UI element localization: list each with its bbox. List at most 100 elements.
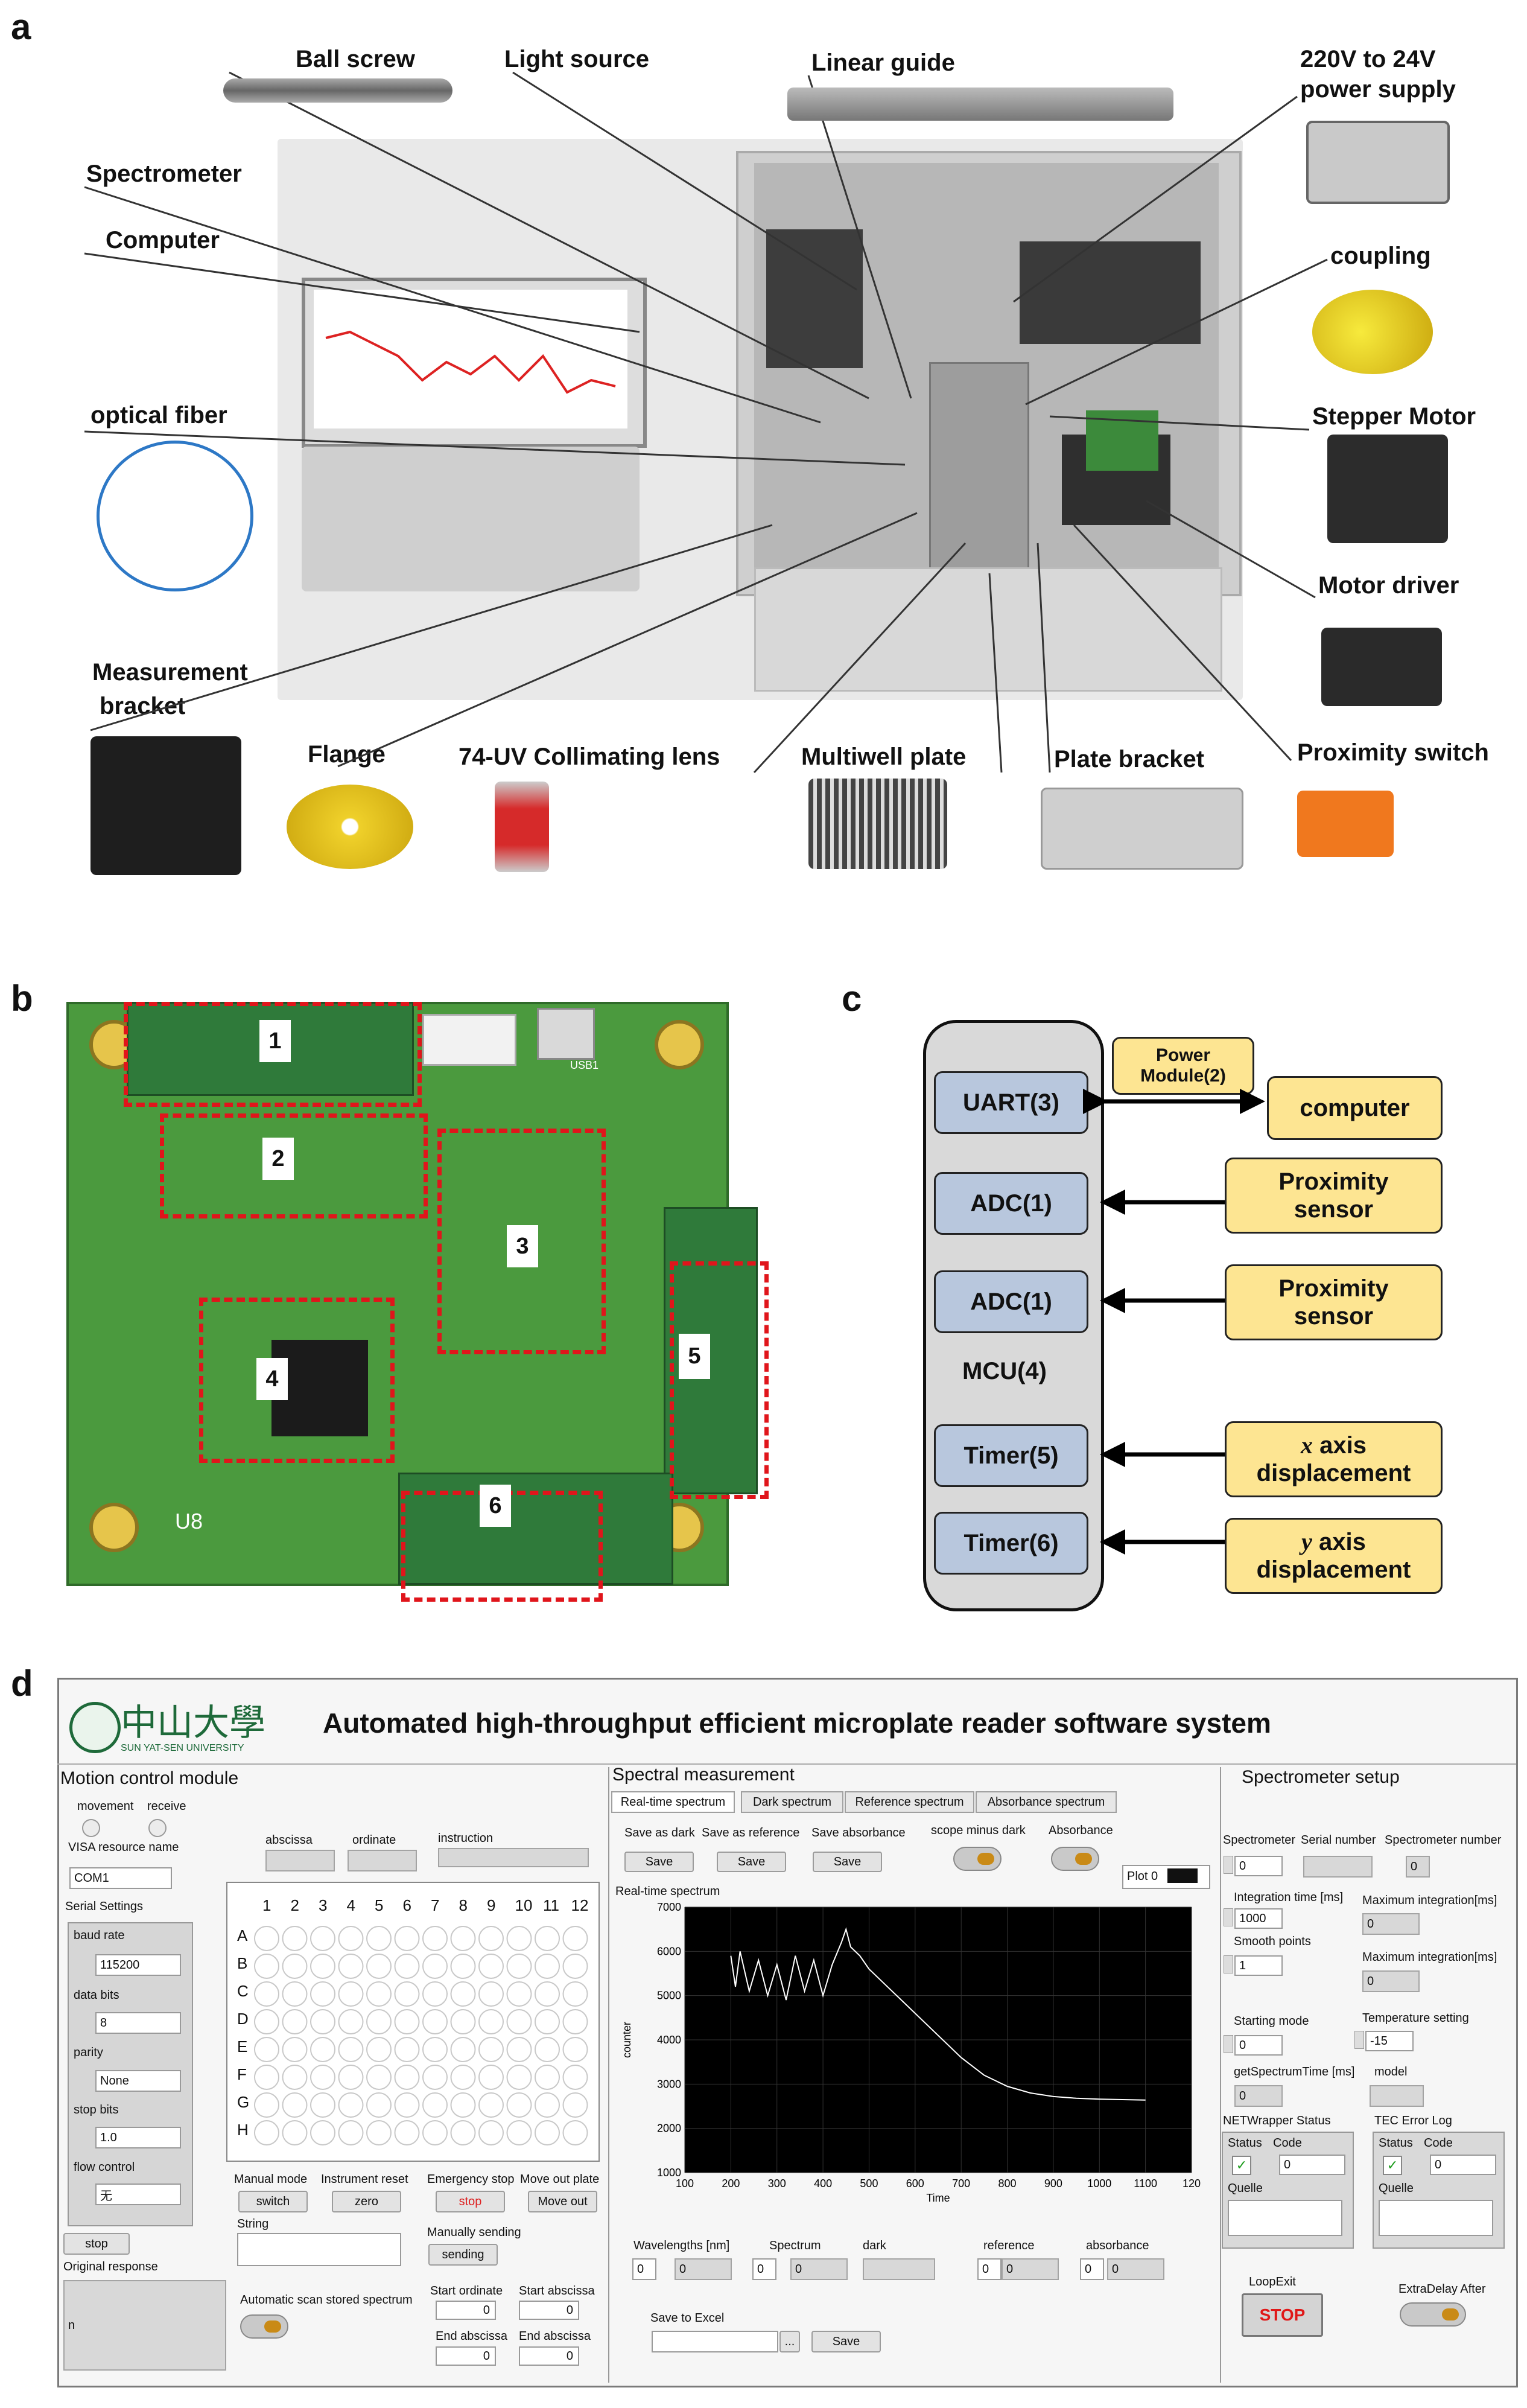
well[interactable]: [450, 2120, 476, 2145]
stop-bits-field[interactable]: 1.0: [95, 2127, 181, 2148]
switch-button[interactable]: switch: [238, 2191, 308, 2212]
emergency-stop-button[interactable]: stop: [436, 2191, 505, 2212]
well[interactable]: [254, 1981, 279, 2007]
well[interactable]: [535, 1954, 560, 1979]
well[interactable]: [310, 2009, 335, 2034]
well[interactable]: [535, 2037, 560, 2062]
starting-mode-spinner[interactable]: [1224, 2035, 1233, 2053]
get-spectrum-time-field[interactable]: 0: [1234, 2085, 1283, 2107]
reference-index[interactable]: 0: [977, 2258, 1002, 2280]
data-bits-field[interactable]: 8: [95, 2012, 181, 2034]
integration-spinner[interactable]: [1224, 1908, 1233, 1926]
well[interactable]: [282, 2037, 308, 2062]
well[interactable]: [562, 1926, 588, 1951]
stop-button[interactable]: stop: [63, 2233, 130, 2255]
well[interactable]: [394, 2065, 420, 2090]
well[interactable]: [478, 1981, 504, 2007]
well[interactable]: [450, 1954, 476, 1979]
tec-code-field[interactable]: 0: [1430, 2155, 1496, 2175]
ordinate-field[interactable]: [348, 1850, 417, 1871]
zero-button[interactable]: zero: [332, 2191, 401, 2212]
well[interactable]: [282, 2065, 308, 2090]
well[interactable]: [422, 2037, 448, 2062]
well[interactable]: [254, 1954, 279, 1979]
string-field[interactable]: [237, 2233, 401, 2266]
move-out-button[interactable]: Move out: [528, 2191, 597, 2212]
well[interactable]: [310, 1981, 335, 2007]
save-reference-button[interactable]: Save: [717, 1852, 786, 1872]
well[interactable]: [478, 2120, 504, 2145]
max-integration-field-2[interactable]: 0: [1362, 1970, 1420, 1992]
well[interactable]: [450, 2009, 476, 2034]
well[interactable]: [535, 2065, 560, 2090]
well[interactable]: [478, 1926, 504, 1951]
well[interactable]: [562, 2009, 588, 2034]
well[interactable]: [366, 1981, 392, 2007]
end-abscissa-field-2[interactable]: 0: [519, 2346, 579, 2366]
well[interactable]: [310, 2065, 335, 2090]
well[interactable]: [394, 1926, 420, 1951]
absorbance-field[interactable]: 0: [1107, 2258, 1164, 2280]
well[interactable]: [366, 1954, 392, 1979]
well[interactable]: [254, 2120, 279, 2145]
spectrometer-number-field[interactable]: 0: [1406, 1856, 1430, 1878]
spectrometer-spinner[interactable]: [1224, 1856, 1233, 1874]
well[interactable]: [254, 2037, 279, 2062]
well[interactable]: [254, 1926, 279, 1951]
wavelength-field[interactable]: 0: [675, 2258, 732, 2280]
well[interactable]: [366, 1926, 392, 1951]
tab-absorbance-spectrum[interactable]: Absorbance spectrum: [976, 1791, 1117, 1813]
abscissa-field[interactable]: [265, 1850, 335, 1871]
well[interactable]: [310, 2037, 335, 2062]
well[interactable]: [506, 2092, 532, 2118]
well[interactable]: [562, 2120, 588, 2145]
start-abscissa-field[interactable]: 0: [519, 2301, 579, 2320]
save-dark-button[interactable]: Save: [624, 1852, 694, 1872]
well[interactable]: [535, 2120, 560, 2145]
scope-minus-dark-toggle[interactable]: [953, 1847, 1002, 1871]
well[interactable]: [478, 2092, 504, 2118]
well[interactable]: [450, 1981, 476, 2007]
well[interactable]: [310, 2120, 335, 2145]
original-response-field[interactable]: n: [63, 2280, 226, 2371]
well[interactable]: [254, 2065, 279, 2090]
integration-time-field[interactable]: 1000: [1234, 1908, 1283, 1929]
well[interactable]: [310, 1954, 335, 1979]
well[interactable]: [535, 2009, 560, 2034]
well[interactable]: [478, 1954, 504, 1979]
well[interactable]: [422, 2009, 448, 2034]
serial-number-field[interactable]: [1303, 1856, 1373, 1878]
dark-field[interactable]: [863, 2258, 935, 2280]
well[interactable]: [506, 1926, 532, 1951]
well[interactable]: [478, 2009, 504, 2034]
well[interactable]: [282, 1981, 308, 2007]
flow-control-field[interactable]: 无: [95, 2183, 181, 2205]
well[interactable]: [422, 2065, 448, 2090]
well[interactable]: [366, 2009, 392, 2034]
smooth-spinner[interactable]: [1224, 1955, 1233, 1973]
well[interactable]: [254, 2009, 279, 2034]
well[interactable]: [366, 2065, 392, 2090]
well[interactable]: [535, 1981, 560, 2007]
visa-select[interactable]: COM1: [69, 1867, 172, 1889]
well[interactable]: [394, 2120, 420, 2145]
well[interactable]: [338, 2120, 364, 2145]
baud-rate-field[interactable]: 115200: [95, 1954, 181, 1976]
well[interactable]: [338, 1926, 364, 1951]
well[interactable]: [366, 2120, 392, 2145]
well[interactable]: [282, 2009, 308, 2034]
well[interactable]: [478, 2065, 504, 2090]
well[interactable]: [394, 1981, 420, 2007]
automatic-scan-toggle[interactable]: [240, 2314, 288, 2339]
sending-button[interactable]: sending: [428, 2244, 498, 2266]
well[interactable]: [338, 1954, 364, 1979]
temperature-spinner[interactable]: [1354, 2031, 1364, 2049]
well[interactable]: [394, 2009, 420, 2034]
well[interactable]: [478, 2037, 504, 2062]
well[interactable]: [422, 1981, 448, 2007]
well[interactable]: [506, 2009, 532, 2034]
net-code-field[interactable]: 0: [1279, 2155, 1345, 2175]
extra-delay-toggle[interactable]: [1400, 2302, 1466, 2327]
well[interactable]: [506, 1981, 532, 2007]
excel-path-field[interactable]: [652, 2331, 778, 2352]
